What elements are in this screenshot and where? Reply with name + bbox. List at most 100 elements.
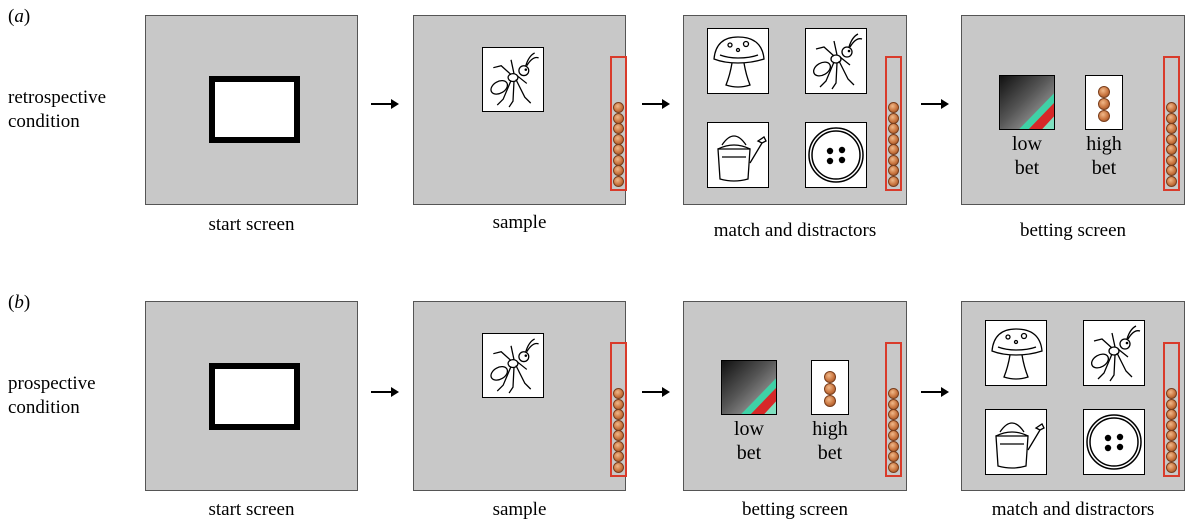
caption-betting-screen: betting screen [1019,220,1127,241]
sample-screen [413,15,627,205]
mushroom-card[interactable] [985,320,1047,386]
coin-icon [888,440,899,452]
coin-icon [888,102,899,113]
start-screen [145,15,358,205]
panel-b-label: (b) [8,292,31,313]
coin-icon [613,123,624,134]
coin-icon [1098,98,1110,110]
arrow-icon [921,97,949,111]
coin-icon [613,112,624,124]
mushroom-card[interactable] [707,28,769,94]
coin-icon [888,123,899,134]
mushroom-icon [991,328,1043,380]
start-button[interactable] [209,363,300,430]
caption-start-screen: start screen [208,214,295,235]
low-bet-pattern-icon [722,361,776,414]
coin-icon [824,383,836,395]
coin-icon [888,398,899,410]
coin-icon [1166,123,1177,134]
button-card[interactable] [1083,409,1145,475]
coin-icon [1166,175,1177,187]
watering-can-card[interactable] [985,409,1047,475]
coin-icon [1166,398,1177,410]
ant-icon [490,338,539,394]
coin-icon [613,409,624,420]
start-screen [145,301,358,491]
coin-icon [1098,110,1110,122]
coin-icon [1166,419,1177,431]
ant-card[interactable] [1083,320,1145,386]
coin-icon [613,102,624,113]
caption-match-and-distractors: match and distractors [713,220,877,241]
coin-icon [613,440,624,452]
coin-icon [888,430,899,441]
panel-a-label: (a) [8,6,31,27]
button-card[interactable] [805,122,867,188]
sample-screen [413,301,627,491]
button-icon [808,127,864,183]
coin-icon [824,395,836,407]
token-bar [1163,56,1180,191]
high-bet-card[interactable] [1085,75,1123,130]
ant-icon [490,52,539,108]
coin-icon [888,388,899,399]
arrow-icon [371,385,399,399]
ant-sample-card[interactable] [482,333,544,398]
coin-icon [1166,461,1177,473]
high-bet-card[interactable] [811,360,849,415]
arrow-icon [642,385,670,399]
start-button[interactable] [209,76,300,143]
low-bet-card[interactable] [999,75,1055,130]
ant-card[interactable] [805,28,867,94]
coin-icon [613,430,624,441]
watering-can-icon [995,422,1045,469]
coin-icon [1166,440,1177,452]
retrospective-condition-label: retrospective condition [8,87,107,132]
watering-can-card[interactable] [707,122,769,188]
ant-icon [1090,325,1141,382]
match-screen [961,301,1185,491]
coin-icon [613,154,624,166]
coin-icon [888,461,899,473]
coin-icon [613,144,624,155]
caption-sample: sample [492,499,547,520]
coin-icon [1166,409,1177,420]
coin-icon [613,133,624,145]
token-bar [610,342,627,477]
caption-start-screen: start screen [208,499,295,520]
coin-icon [888,175,899,187]
coin-icon [613,451,624,462]
match-screen [683,15,907,205]
arrow-icon [921,385,949,399]
coin-icon [613,398,624,410]
coin-icon [1166,388,1177,399]
watering-can-icon [717,135,767,182]
coin-icon [613,165,624,176]
mushroom-icon [713,36,765,88]
ant-icon [812,33,863,90]
coin-icon [613,388,624,399]
coin-icon [613,175,624,187]
coin-icon [1166,112,1177,124]
coin-icon [1166,451,1177,462]
coin-icon [1166,430,1177,441]
coin-icon [888,133,899,145]
caption-sample: sample [492,212,547,233]
coin-icon [888,451,899,462]
coin-icon [824,371,836,383]
low-bet-pattern-icon [1000,76,1054,129]
coin-icon [1166,102,1177,113]
prospective-condition-label: prospective condition [8,373,96,418]
coin-icon [888,419,899,431]
coin-icon [613,461,624,473]
button-icon [1086,414,1142,470]
coin-icon [888,144,899,155]
ant-sample-card[interactable] [482,47,544,112]
coin-icon [1166,144,1177,155]
low-bet-card[interactable] [721,360,777,415]
